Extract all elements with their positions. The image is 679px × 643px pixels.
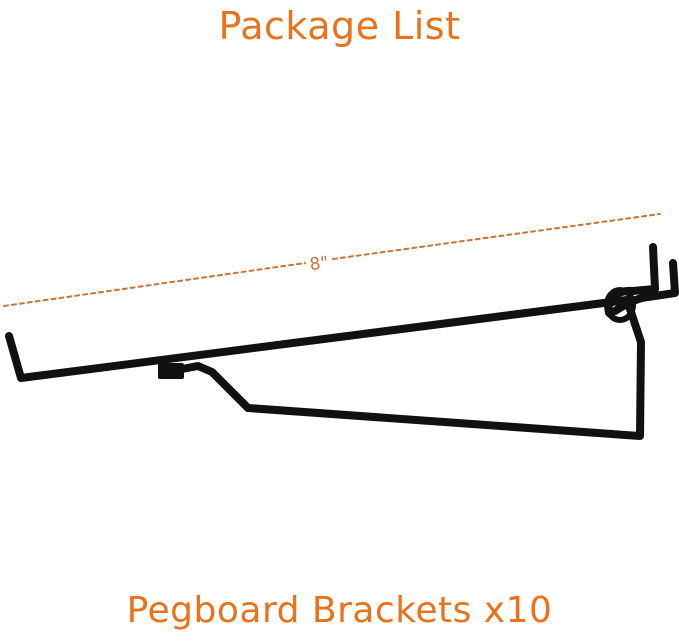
bracket-sleeve [158, 363, 184, 379]
bracket-loop [604, 287, 636, 323]
bracket-rear-hook-lower [611, 259, 679, 315]
dimension-line-right [332, 213, 661, 260]
bracket-brace [162, 296, 645, 440]
dimension-guide: 8" [3, 213, 661, 307]
dimension-line-left [3, 262, 306, 307]
package-caption: Pegboard Brackets x10 [126, 590, 553, 631]
pegboard-bracket-icon [5, 243, 679, 440]
dimension-label: 8" [309, 253, 330, 275]
page-title: Package List [218, 4, 461, 48]
bracket-top-arm [5, 296, 631, 382]
